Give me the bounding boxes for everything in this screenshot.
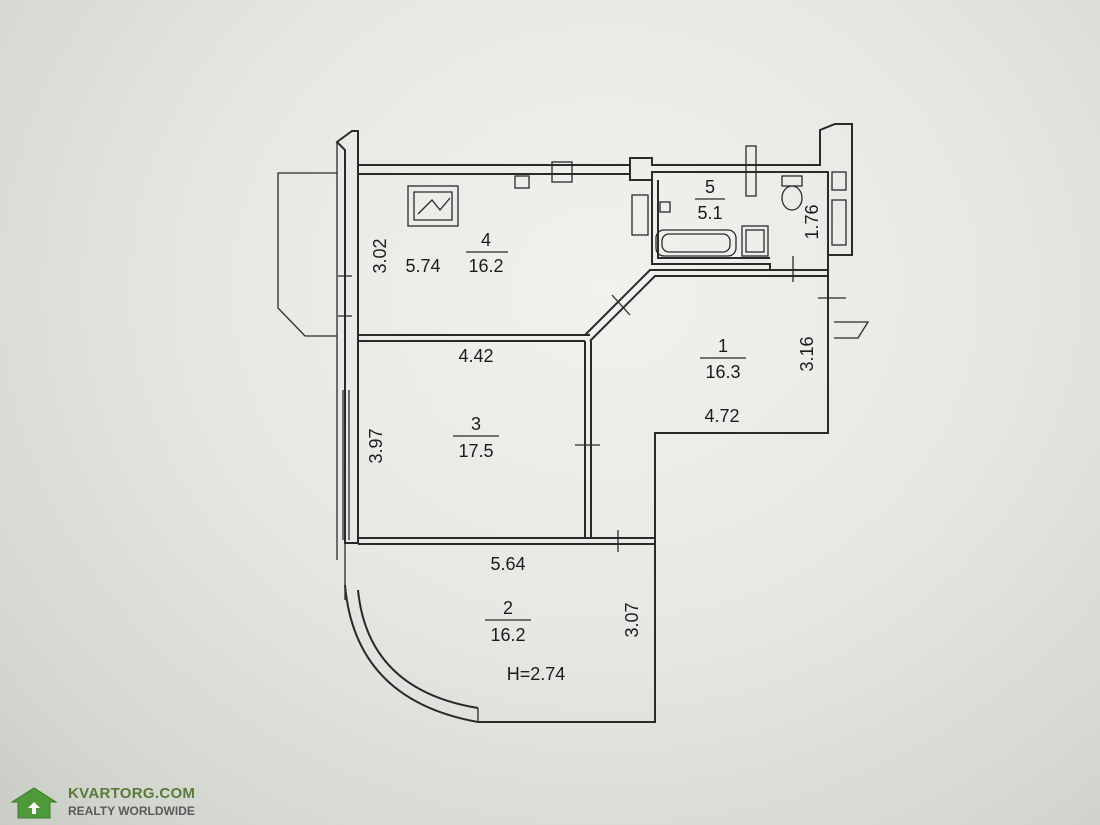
interior-walls <box>358 180 846 552</box>
room-4-width: 3.02 <box>370 238 390 273</box>
balcony-stub <box>834 321 870 339</box>
top-wall <box>357 164 631 175</box>
bay-wall-outer <box>344 584 479 723</box>
bay-wall-inner <box>357 589 479 709</box>
outer-walls <box>277 123 870 723</box>
room-1-width: 3.16 <box>797 336 817 371</box>
pipe <box>745 145 757 197</box>
room-1-label: 1 16.3 3.16 4.72 <box>700 336 817 426</box>
watermark-logo: KVARTORG.COM REALTY WORLDWIDE <box>8 782 195 822</box>
room-5-number: 5 <box>705 177 715 197</box>
window-block-2 <box>831 199 847 246</box>
room-1-length: 4.72 <box>704 406 739 426</box>
room-5-area: 5.1 <box>697 203 722 223</box>
bathroom-left-wall-inner <box>657 180 770 259</box>
room-5-dim: 1.76 <box>802 204 822 239</box>
corridor-diag-inner <box>589 275 828 342</box>
room-3-area: 17.5 <box>458 441 493 461</box>
room-4-length: 5.74 <box>405 256 440 276</box>
stove-icon <box>407 185 459 227</box>
bathroom-walls <box>629 123 853 256</box>
fixtures <box>407 175 803 257</box>
sink-icon <box>631 194 671 236</box>
room-3-width: 3.97 <box>366 428 386 463</box>
room-3-label: 4.42 3 17.5 3.97 <box>366 346 499 464</box>
loggia-outline <box>277 172 337 337</box>
room-1-number: 1 <box>718 336 728 356</box>
bathroom-left-wall <box>651 180 771 270</box>
watermark-brand: KVARTORG.COM <box>68 785 196 802</box>
column <box>551 161 573 183</box>
bathtub-icon <box>655 229 737 257</box>
corridor-diag <box>584 269 828 336</box>
room-5-label: 5 5.1 1.76 <box>695 177 822 240</box>
room-3-length: 4.42 <box>458 346 493 366</box>
right-outer-wall <box>478 255 829 723</box>
ceiling-height: H=2.74 <box>507 664 566 684</box>
room-2-area: 16.2 <box>490 625 525 645</box>
room-4-area: 16.2 <box>468 256 503 276</box>
watermark-tagline: REALTY WORLDWIDE <box>68 804 195 818</box>
room-1-area: 16.3 <box>705 362 740 382</box>
vent <box>514 175 530 189</box>
room-4-label: 4 16.2 5.74 3.02 <box>370 230 508 276</box>
toilet-icon <box>781 175 803 211</box>
washbasin-icon <box>741 225 769 257</box>
left-wall <box>335 130 359 544</box>
room-4-number: 4 <box>481 230 491 250</box>
window-block <box>831 171 847 191</box>
house-icon <box>10 787 58 819</box>
room-3-number: 3 <box>471 414 481 434</box>
door-mark-diag <box>611 294 631 316</box>
room-2-number: 2 <box>503 598 513 618</box>
room-2-width: 3.07 <box>622 602 642 637</box>
room-2-length: 5.64 <box>490 554 525 574</box>
room-2-label: 5.64 2 16.2 3.07 H=2.74 <box>485 554 642 684</box>
